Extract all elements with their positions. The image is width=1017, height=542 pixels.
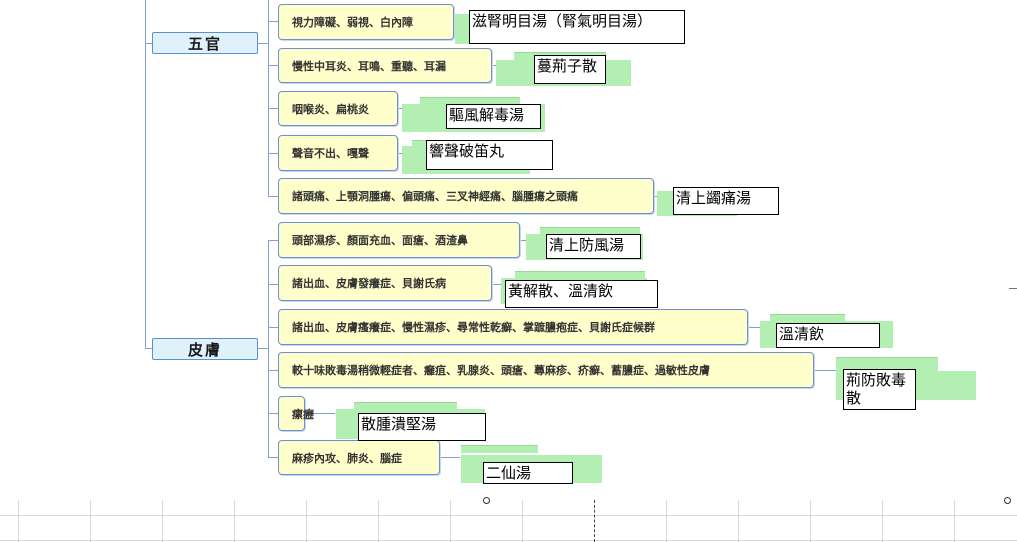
connector-line xyxy=(268,196,278,197)
selection-handle[interactable] xyxy=(1009,288,1017,289)
symptom-label: 聲音不出、嘎聲 xyxy=(292,147,369,160)
connector-line xyxy=(268,65,278,66)
connector-line xyxy=(145,43,153,44)
symptom-label: 瘰癧 xyxy=(292,407,314,421)
connector-line xyxy=(145,348,153,349)
connector-line xyxy=(520,240,528,241)
remedy-text: 驅風解毒湯 xyxy=(449,106,525,124)
remedy-text: 散腫潰堅湯 xyxy=(361,415,437,433)
connector-line xyxy=(268,284,278,285)
connector-line xyxy=(814,370,836,371)
symptom-node[interactable]: 視力障礙、弱視、白內障 xyxy=(278,4,454,40)
remedy-box[interactable]: 驅風解毒湯 xyxy=(446,104,541,129)
remedy-text: 蔓荊子散 xyxy=(537,57,598,75)
remedy-highlight xyxy=(770,314,845,322)
symptom-node[interactable]: 諸頭痛、上顎洞腫瘍、偏頭痛、三叉神經痛、腦腫瘍之頭痛 xyxy=(278,178,654,214)
grid-line xyxy=(738,500,739,542)
category-node-skin[interactable]: 皮膚 xyxy=(152,338,258,360)
grid-line xyxy=(882,500,883,542)
page-break-line xyxy=(594,500,595,542)
symptom-node[interactable]: 咽喉炎、扁桃炎 xyxy=(278,91,398,126)
symptom-node[interactable]: 麻疹內攻、肺炎、腦症 xyxy=(278,440,440,475)
selection-handle[interactable] xyxy=(483,497,490,504)
symptom-label: 諸頭痛、上顎洞腫瘍、偏頭痛、三叉神經痛、腦腫瘍之頭痛 xyxy=(292,190,578,203)
grid-line xyxy=(0,515,1017,516)
symptom-label: 較十味敗毒湯稍微輕症者、癰疽、乳腺炎、頭瘡、蕁麻疹、疥癬、蓄膿症、過敏性皮膚 xyxy=(292,364,710,377)
remedy-box[interactable]: 清上蠲痛湯 xyxy=(673,187,779,215)
connector-line xyxy=(268,457,278,458)
symptom-label: 諸出血、皮膚發癢症、貝謝氏病 xyxy=(292,277,446,290)
remedy-highlight xyxy=(540,227,640,235)
branch-line-skin xyxy=(268,240,269,458)
remedy-highlight xyxy=(354,402,457,410)
remedy-text: 清上蠲痛湯 xyxy=(676,189,752,207)
connector-line xyxy=(258,348,268,349)
branch-line-facial xyxy=(268,0,269,196)
remedy-highlight xyxy=(836,357,938,371)
remedy-box[interactable]: 散腫潰堅湯 xyxy=(358,413,486,441)
remedy-box[interactable]: 二仙湯 xyxy=(483,462,573,484)
grid-line xyxy=(306,500,307,542)
tree-trunk-line xyxy=(145,0,146,349)
remedy-box[interactable]: 溫清飲 xyxy=(776,323,880,348)
remedy-highlight xyxy=(461,445,538,453)
symptom-label: 慢性中耳炎、耳鳴、重聽、耳漏 xyxy=(292,59,446,73)
symptom-node[interactable]: 慢性中耳炎、耳鳴、重聽、耳漏 xyxy=(278,48,492,83)
grid-line xyxy=(0,540,1017,541)
connector-line xyxy=(305,413,335,414)
connector-line xyxy=(268,21,278,22)
connector-line xyxy=(268,327,278,328)
symptom-label: 麻疹內攻、肺炎、腦症 xyxy=(292,451,402,465)
symptom-node[interactable]: 瘰癧 xyxy=(278,396,314,431)
remedy-text: 滋腎明目湯（腎氣明目湯） xyxy=(472,12,653,30)
remedy-box[interactable]: 響聲破笛丸 xyxy=(426,140,553,170)
grid-line xyxy=(234,500,235,542)
remedy-highlight xyxy=(515,271,645,279)
grid-line xyxy=(666,500,667,542)
remedy-text: 溫清飲 xyxy=(779,325,825,343)
remedy-text: 黃解散、溫清飲 xyxy=(508,282,614,300)
remedy-text: 二仙湯 xyxy=(486,464,532,482)
connector-line xyxy=(268,413,278,414)
grid-line xyxy=(90,500,91,542)
grid-line xyxy=(810,500,811,542)
remedy-text: 響聲破笛丸 xyxy=(429,142,505,160)
grid-line xyxy=(18,500,19,542)
remedy-text: 荊防敗毒散 xyxy=(846,371,907,407)
symptom-node[interactable]: 較十味敗毒湯稍微輕症者、癰疽、乳腺炎、頭瘡、蕁麻疹、疥癬、蓄膿症、過敏性皮膚 xyxy=(278,352,814,388)
selection-handle[interactable] xyxy=(1004,497,1011,504)
connector-line xyxy=(268,240,278,241)
remedy-text: 清上防風湯 xyxy=(549,236,625,254)
symptom-node[interactable]: 聲音不出、嘎聲 xyxy=(278,135,398,171)
grid-line xyxy=(450,500,451,542)
grid-line xyxy=(378,500,379,542)
remedy-box[interactable]: 滋腎明目湯（腎氣明目湯） xyxy=(469,10,685,44)
remedy-highlight xyxy=(420,97,520,105)
symptom-node[interactable]: 諸出血、皮膚瘙癢症、慢性濕疹、尋常性乾癬、掌蹠膿疱症、貝謝氏症候群 xyxy=(278,309,748,345)
grid-line xyxy=(522,500,523,542)
connector-line xyxy=(440,457,460,458)
remedy-box[interactable]: 荊防敗毒散 xyxy=(843,369,916,410)
symptom-node[interactable]: 諸出血、皮膚發癢症、貝謝氏病 xyxy=(278,265,492,301)
category-node-facial[interactable]: 五官 xyxy=(152,32,258,54)
connector-line xyxy=(258,43,268,44)
symptom-label: 視力障礙、弱視、白內障 xyxy=(292,16,413,29)
symptom-label: 咽喉炎、扁桃炎 xyxy=(292,102,369,116)
grid-line xyxy=(954,500,955,542)
symptom-label: 頭部濕疹、顏面充血、面瘡、酒渣鼻 xyxy=(292,234,468,247)
grid-line xyxy=(162,500,163,542)
connector-line xyxy=(492,284,502,285)
symptom-label: 諸出血、皮膚瘙癢症、慢性濕疹、尋常性乾癬、掌蹠膿疱症、貝謝氏症候群 xyxy=(292,321,655,334)
remedy-box[interactable]: 黃解散、溫清飲 xyxy=(505,280,658,308)
symptom-node[interactable]: 頭部濕疹、顏面充血、面瘡、酒渣鼻 xyxy=(278,222,520,258)
connector-line xyxy=(268,153,278,154)
category-label: 皮膚 xyxy=(187,340,222,359)
remedy-box[interactable]: 蔓荊子散 xyxy=(534,55,606,84)
remedy-box[interactable]: 清上防風湯 xyxy=(546,234,641,259)
connector-line xyxy=(268,370,278,371)
connector-line xyxy=(748,327,760,328)
category-label: 五官 xyxy=(187,34,222,53)
connector-line xyxy=(268,108,278,109)
